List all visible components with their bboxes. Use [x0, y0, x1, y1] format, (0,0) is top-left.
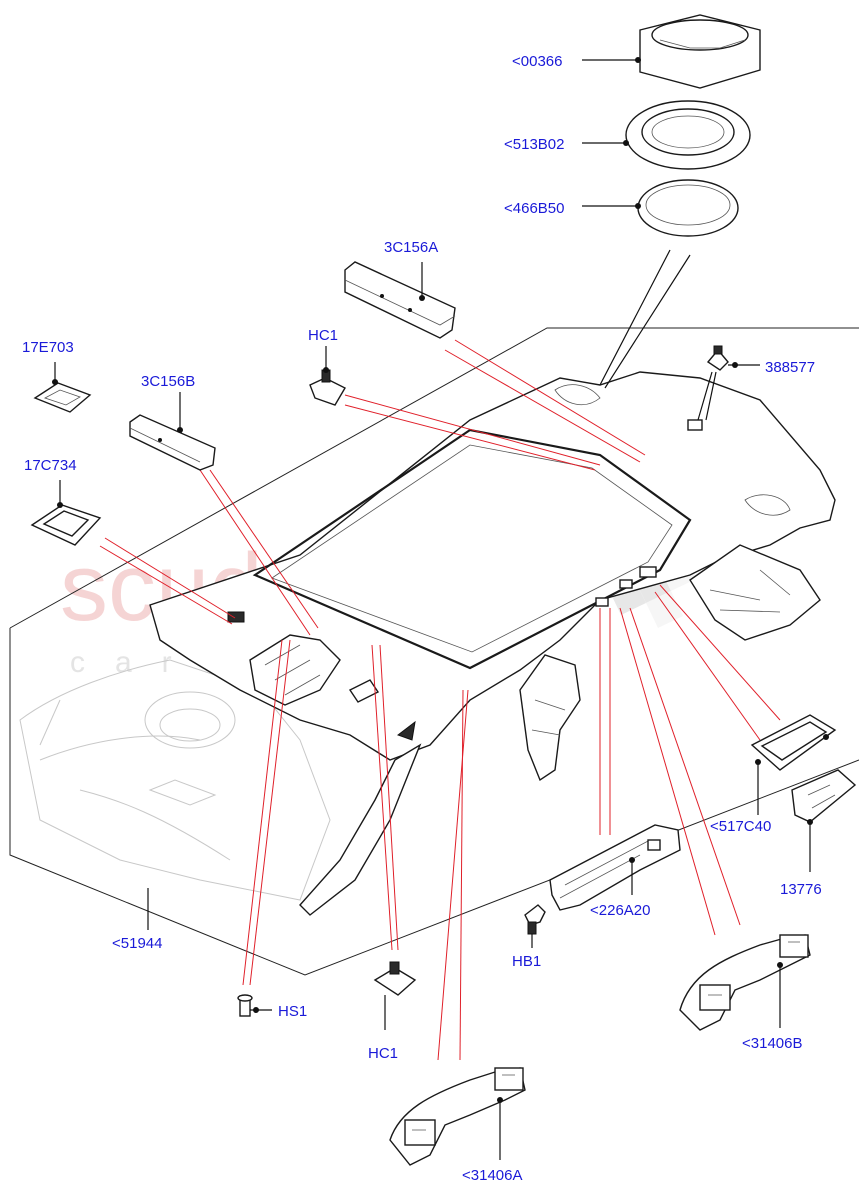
label-HB1[interactable]: HB1: [512, 953, 541, 970]
label-388577[interactable]: 388577: [765, 359, 815, 376]
label-3C156B[interactable]: 3C156B: [141, 373, 195, 390]
part-00366-ring: [582, 14, 761, 89]
vehicle-interior-ghost: [19, 659, 331, 901]
label-466B50[interactable]: <466B50: [504, 200, 564, 217]
part-3C156B-module: [129, 392, 216, 471]
part-31406A-grab-handle: [389, 1067, 526, 1166]
part-labels: <00366 <513B02 <466B50 3C156A 17E703 3C1…: [22, 53, 822, 1184]
label-226A20[interactable]: <226A20: [590, 902, 650, 919]
label-HS1[interactable]: HS1: [278, 1003, 307, 1020]
label-513B02[interactable]: <513B02: [504, 136, 564, 153]
label-13776[interactable]: 13776: [780, 881, 822, 898]
part-HS1-screw: [237, 994, 272, 1017]
red-leader-lines: [99, 339, 781, 1061]
label-00366[interactable]: <00366: [512, 53, 562, 70]
label-517C40[interactable]: <517C40: [710, 818, 771, 835]
part-513B02-ring: [582, 100, 751, 170]
part-17E703-bracket: [33, 362, 92, 413]
label-17E703[interactable]: 17E703: [22, 339, 74, 356]
part-HC1-clip-bottom: [373, 961, 417, 1030]
part-388577-clip: [697, 345, 760, 421]
label-HC1-bottom[interactable]: HC1: [368, 1045, 398, 1062]
label-17C734[interactable]: 17C734: [24, 457, 77, 474]
part-226A20-bracket: [549, 824, 681, 911]
label-51944[interactable]: <51944: [112, 935, 162, 952]
part-HC1-clip-top: [309, 346, 346, 406]
label-31406B[interactable]: <31406B: [742, 1035, 802, 1052]
part-13776-lamp-unit: [791, 769, 857, 872]
label-31406A[interactable]: <31406A: [462, 1167, 522, 1184]
sunroof-stack-leaders: [599, 249, 691, 389]
part-466B50-ring: [582, 179, 739, 237]
headlining-panel: [149, 371, 836, 916]
part-31406B-grab-handle: [679, 934, 811, 1031]
label-HC1-top[interactable]: HC1: [308, 327, 338, 344]
part-3C156A-module: [344, 261, 456, 339]
part-17C734-lamp-housing: [30, 480, 102, 546]
part-HB1-bolt: [524, 904, 546, 948]
part-517C40-lamp-lens: [750, 714, 837, 815]
label-3C156A[interactable]: 3C156A: [384, 239, 438, 256]
